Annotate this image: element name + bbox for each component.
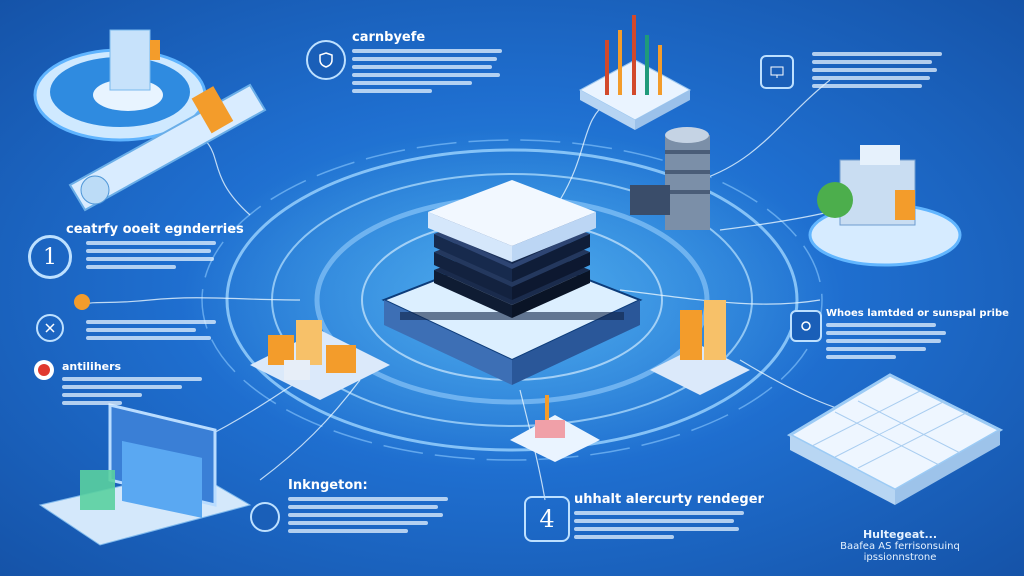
shield-icon (306, 40, 346, 80)
panel-subtitle: Baafea AS ferrisonsuinq ipssionnstrone (840, 541, 960, 563)
panel-left-mid (86, 316, 236, 344)
panel-title: Inkngeton: (288, 478, 368, 493)
panel-top-center: carnbyefe (352, 30, 512, 97)
panel-bottom-four: uhhalt alercurty rendeger (574, 492, 764, 543)
panel-left-alert: antilihers (62, 360, 232, 409)
badge-icon (250, 502, 280, 532)
step-number-1: 1 (28, 235, 72, 279)
panel-title: ceatrfy ooeit egnderries (66, 222, 244, 237)
panel-title: uhhalt alercurty rendeger (574, 492, 764, 507)
panel-bottom-center: Inkngeton: (288, 478, 468, 537)
monitor-icon (760, 55, 794, 89)
panel-title: Hultegeat... (862, 528, 938, 541)
panel-title: carnbyefe (352, 30, 426, 45)
panel-title: antilihers (62, 360, 122, 373)
settings-icon (36, 314, 64, 342)
panel-right-mid: Whoes lamtded or sunspal pribe (826, 308, 1009, 363)
step-number-4: 4 (524, 496, 570, 542)
coin-icon (74, 294, 90, 310)
panel-title: Whoes lamtded or sunspal pribe (826, 308, 1009, 319)
gear-icon (790, 310, 822, 342)
panel-bottom-right: Hultegeat... Baafea AS ferrisonsuinq ips… (820, 528, 980, 563)
panel-top-right (812, 48, 972, 92)
panel-left-one: ceatrfy ooeit egnderries (66, 222, 244, 273)
alert-icon (34, 360, 54, 380)
